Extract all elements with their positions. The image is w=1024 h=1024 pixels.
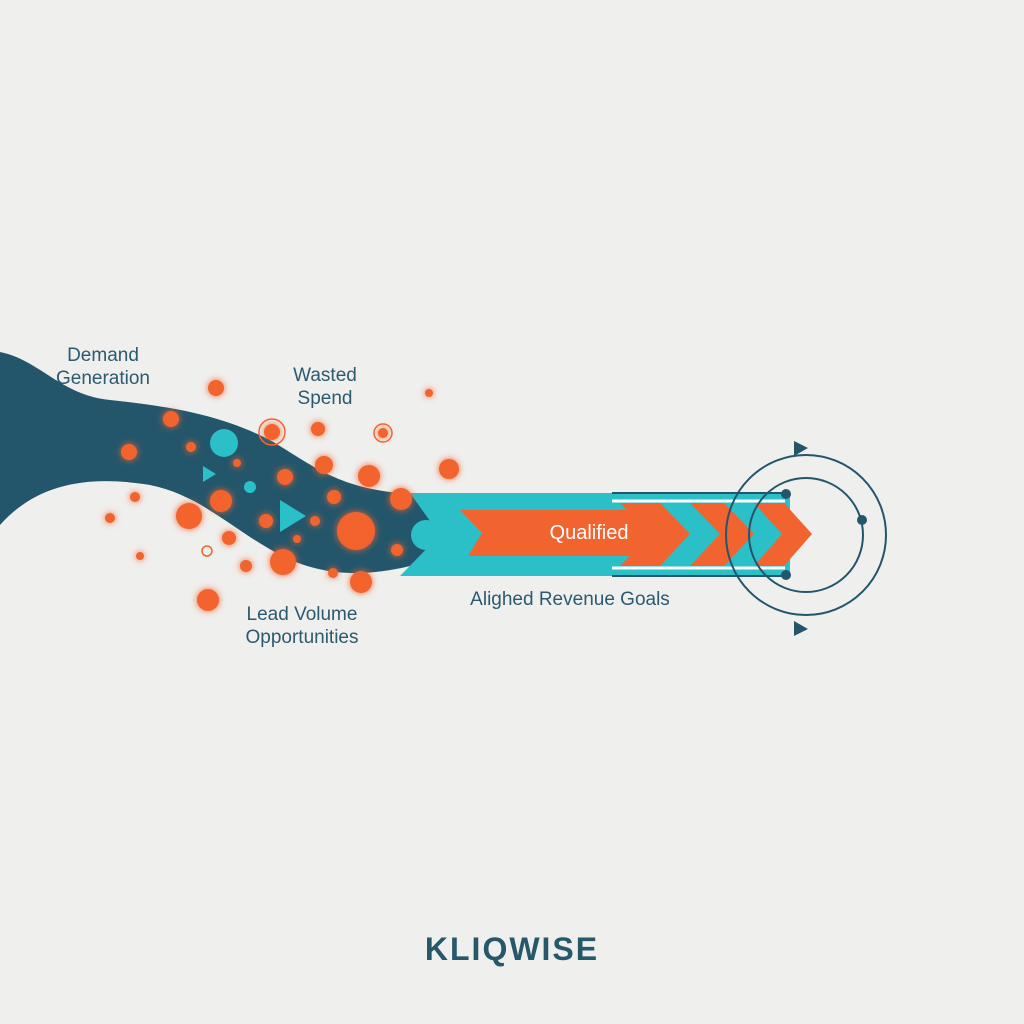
- aligned-revenue-goals-label: Alighed Revenue Goals: [470, 589, 670, 610]
- ring-arrowhead-icon: [794, 621, 808, 636]
- cyan-dot: [210, 429, 238, 457]
- ring-arrowhead-icon: [794, 441, 808, 456]
- lead-volume-line-2: Opportunities: [245, 627, 359, 648]
- lead-volume-line-1: Lead Volume: [246, 604, 358, 625]
- play-arrow-icon: [203, 466, 216, 482]
- qualified-label: Qualified: [549, 522, 629, 544]
- cyan-dot: [411, 520, 441, 550]
- ring-node: [857, 515, 867, 525]
- demand-generation-line-1: Demand: [67, 345, 139, 366]
- wasted-spend-label: Wasted Spend: [270, 364, 380, 410]
- wasted-spend-line-1: Wasted: [293, 365, 357, 386]
- cyan-dot: [244, 481, 256, 493]
- rail-node: [781, 570, 791, 580]
- wasted-spend-rings: [201, 418, 393, 557]
- target-ring-icon: [725, 454, 887, 616]
- qualified-orange-band: [460, 510, 660, 556]
- wasted-spend-dots: [105, 380, 459, 611]
- chevron-arrow-icon: [620, 503, 812, 566]
- demand-generation-line-2: Generation: [55, 368, 150, 389]
- demand-generation-label: Demand Generation: [40, 344, 166, 390]
- rail-node: [781, 489, 791, 499]
- lead-volume-label: Lead Volume Opportunities: [222, 603, 382, 649]
- wasted-spend-line-2: Spend: [297, 388, 353, 409]
- play-arrow-icon: [280, 500, 306, 532]
- brand-logo: KLIQWISE: [424, 931, 600, 967]
